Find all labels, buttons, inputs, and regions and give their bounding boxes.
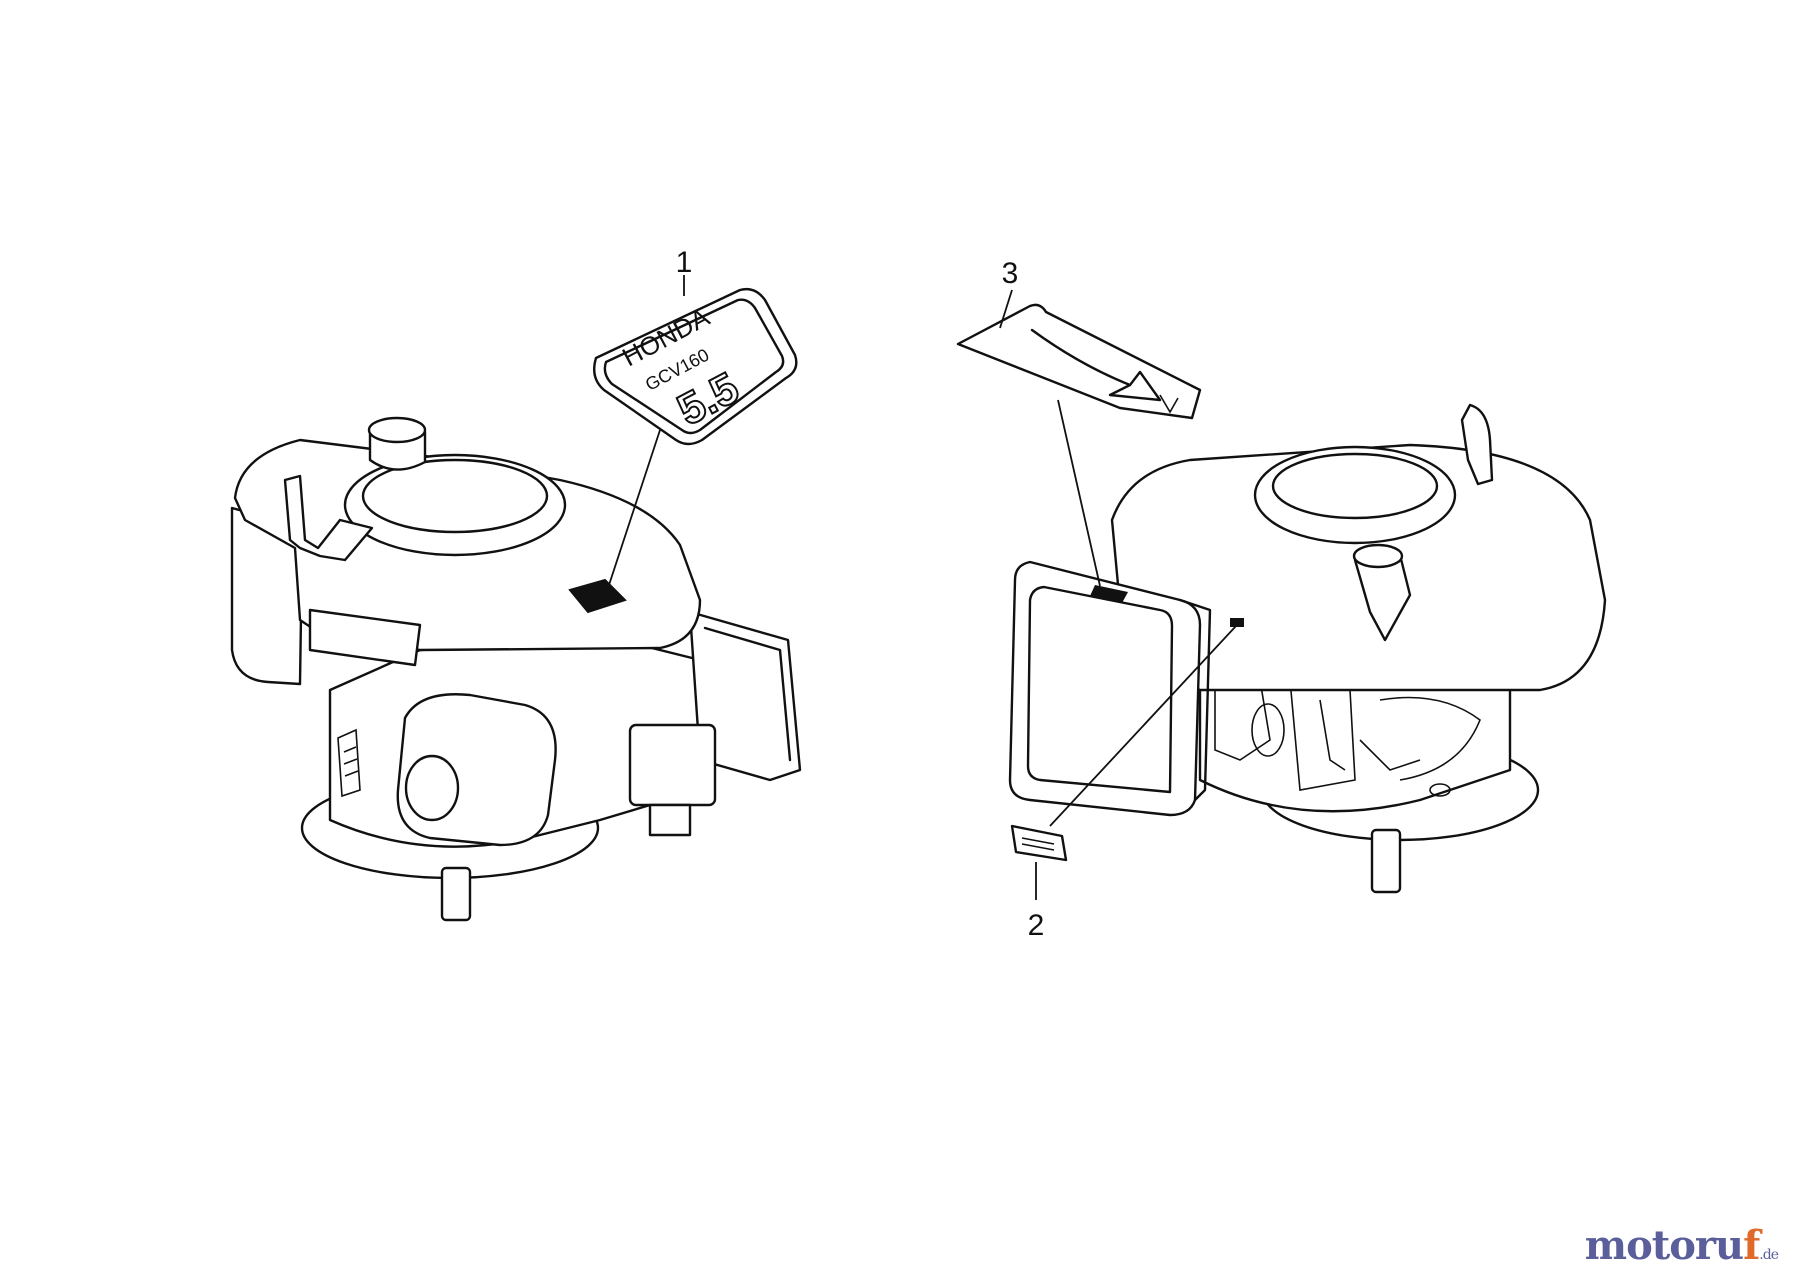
decal-honda-model-label: HONDA GCV160 5.5 [593,287,798,446]
callout-3: 3 [1002,257,1019,290]
decal-small-tag [1010,824,1068,862]
callout-1: 1 [676,246,693,279]
left-engine-illustration [230,416,802,922]
callout-labels: 1 3 2 [676,246,1045,942]
watermark-main-text: motoru [1584,1222,1744,1269]
right-engine-illustration [1008,403,1607,894]
watermark-logo: motoruf.de [1584,1222,1779,1269]
callout-2: 2 [1028,909,1045,942]
leader-lines [607,275,1237,900]
watermark-tld-text: .de [1759,1247,1779,1263]
watermark-accent-text: f [1743,1222,1760,1269]
decal-rotation-arrow [956,303,1202,420]
